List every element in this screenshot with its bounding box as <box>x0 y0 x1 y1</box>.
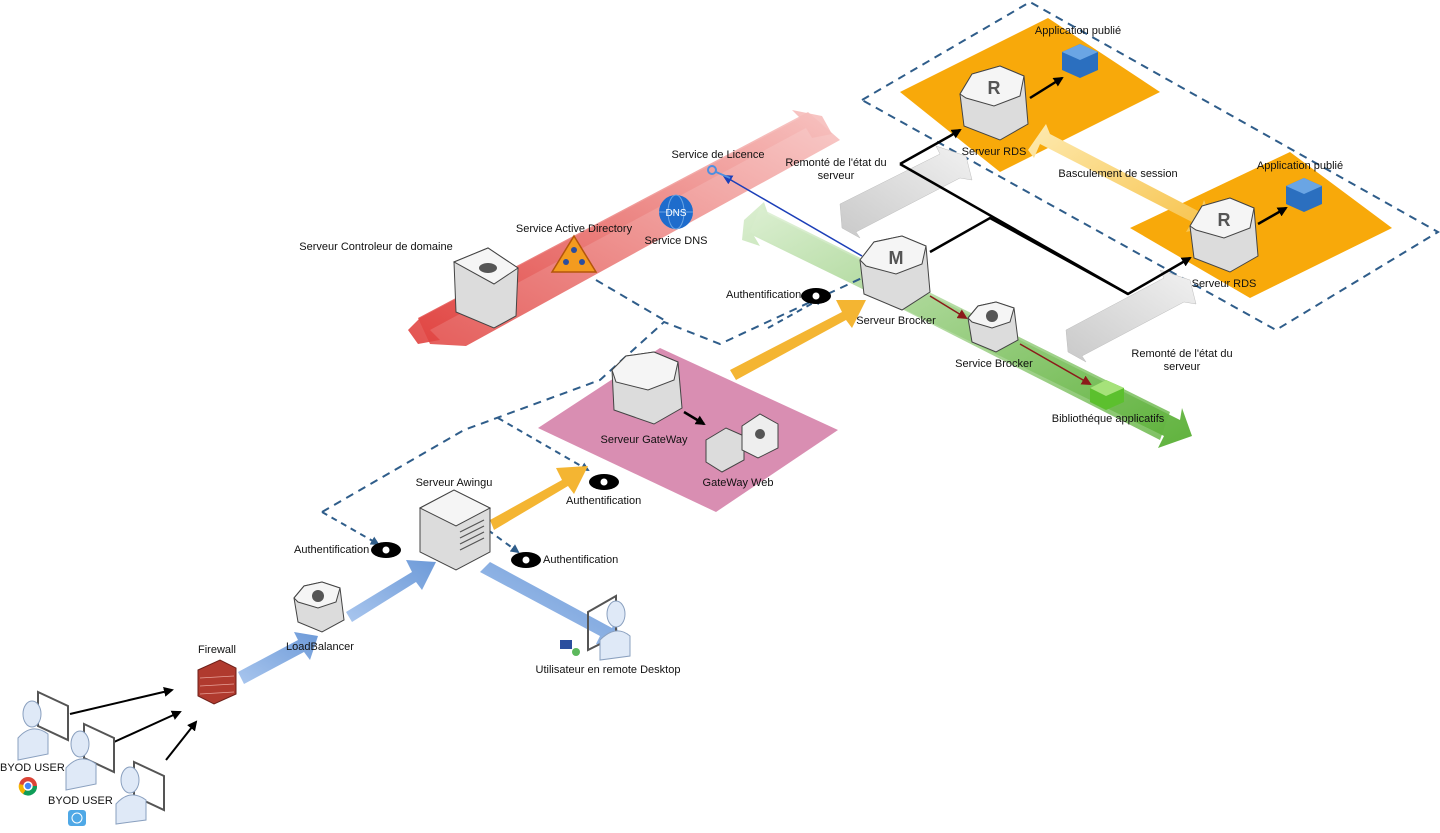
auth-dashed-awingu <box>321 511 380 545</box>
firewall-label: Firewall <box>198 644 236 656</box>
safari-icon <box>68 810 86 826</box>
blue-arrow-firewall-to-lb <box>238 632 318 684</box>
app-cube-icon-1 <box>1062 44 1098 78</box>
loadbalancer-icon <box>293 581 345 633</box>
byod-user-label-1: BYOD USER <box>0 762 65 774</box>
gateway-web-icon <box>705 413 779 473</box>
lock-badge-icon-gateway <box>589 474 619 490</box>
rds-zone-bottom <box>1130 152 1392 298</box>
domain-controller-arrow <box>408 110 840 346</box>
rds-server-icon-1: R <box>959 65 1029 141</box>
app-publie-label-2: Application publié <box>1256 160 1344 172</box>
bibliotheque-label: Bibliothéque applicatifs <box>1051 413 1165 425</box>
remote-user-icon <box>560 594 631 661</box>
basculement-label: Basculement de session <box>1058 168 1178 180</box>
awingu-server-label: Serveur Awingu <box>415 477 493 489</box>
library-cube-icon <box>1090 380 1124 410</box>
rds-server-icon-2: R <box>1189 197 1259 273</box>
broker-green-arrow <box>742 202 1192 448</box>
dc-dashed-link <box>595 279 665 321</box>
gray-arrow-remonte-top <box>839 145 973 239</box>
service-licence-label: Service de Licence <box>671 149 765 161</box>
dns-globe-icon: DNS <box>659 194 693 230</box>
main-dashed-boundary <box>321 277 863 513</box>
auth-broker-label: Authentification <box>726 289 802 301</box>
blue-arrow-lb-to-awingu <box>346 560 436 622</box>
remonte-label-bottom: Remonté de l'état du serveur <box>1131 348 1233 373</box>
auth-dashed-remote <box>487 529 520 554</box>
broker-rds-connectors <box>683 76 1288 426</box>
active-directory-icon <box>550 234 598 273</box>
licence-link <box>722 174 863 257</box>
user-arrow-1 <box>69 686 174 715</box>
lock-badge-icon-remote <box>511 552 541 568</box>
service-ad-label: Service Active Directory <box>515 223 633 235</box>
rds-server-label-2: Serveur RDS <box>1191 278 1257 290</box>
user-arrow-2 <box>113 710 182 743</box>
remote-user-label: Utilisateur en remote Desktop <box>535 664 681 676</box>
firewall-icon <box>197 659 237 705</box>
dns-badge-text: DNS <box>665 208 686 219</box>
loadbalancer-label: LoadBalancer <box>286 641 354 653</box>
licence-key-icon <box>707 165 731 179</box>
lock-badge-icon-awingu <box>371 542 401 558</box>
byod-user-label-2: BYOD USER <box>48 795 113 807</box>
blue-arrow-remote-to-awingu <box>476 562 620 646</box>
rds-dashed-boundary <box>859 0 1440 332</box>
app-cube-icon-2 <box>1286 178 1322 212</box>
remonte-label-top: Remonté de l'état du serveur <box>785 157 887 182</box>
user-arrow-3 <box>165 720 198 761</box>
byod-user-icon-1 <box>17 690 69 761</box>
awingu-server-icon <box>418 489 492 571</box>
controleur-label: Serveur Controleur de domaine <box>299 241 453 253</box>
gateway-web-label: GateWay Web <box>702 477 774 489</box>
yellow-arrow-awingu-to-gateway <box>490 466 588 530</box>
chrome-icon <box>18 777 38 796</box>
broker-server-label: Serveur Brocker <box>856 315 936 327</box>
basculement-arrow <box>1028 124 1214 232</box>
app-publie-label-1: Application publié <box>1034 25 1122 37</box>
gateway-server-icon <box>611 351 683 425</box>
rds-letter-1: R <box>988 78 1001 98</box>
byod-user-icon-3 <box>115 760 165 825</box>
rds-server-label-1: Serveur RDS <box>961 146 1027 158</box>
auth-gateway-label: Authentification <box>566 495 642 507</box>
broker-letter: M <box>889 248 904 268</box>
broker-server-icon: M <box>859 235 931 311</box>
gateway-server-label: Serveur GateWay <box>600 434 688 446</box>
auth-awingu-label: Authentification <box>294 544 370 556</box>
byod-user-icon-2 <box>65 722 115 791</box>
yellow-arrow-gateway-to-broker <box>730 300 866 380</box>
service-broker-icon <box>967 301 1019 353</box>
gateway-zone <box>538 348 838 512</box>
bibliotheque-link <box>1019 343 1092 385</box>
service-dns-label: Service DNS <box>644 235 708 247</box>
domain-controller-icon <box>452 247 519 329</box>
auth-remote-label: Authentification <box>543 554 619 566</box>
lock-badge-icon-broker <box>801 288 831 304</box>
service-broker-label: Service Brocker <box>955 358 1033 370</box>
rds-letter-2: R <box>1218 210 1231 230</box>
service-broker-link <box>929 295 968 320</box>
